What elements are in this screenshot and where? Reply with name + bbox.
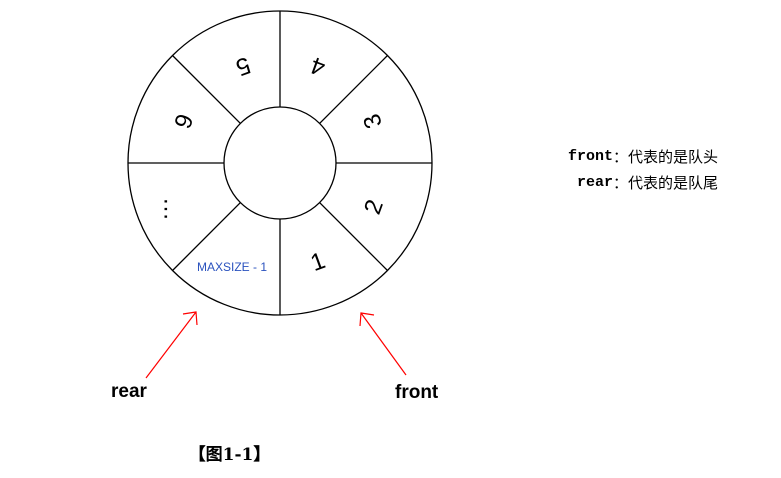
legend-key-front: front [567,148,613,165]
slot-divider [172,202,241,271]
slot-label-6: 6 [168,110,198,132]
inner-hub [223,106,337,220]
slot-label-4: 4 [307,51,329,81]
legend-sep-rear: ： [613,174,629,192]
slot-dividers [128,11,432,315]
slot-label-5: 5 [232,51,254,81]
legend-sep-front: ： [613,148,629,166]
figure-caption: 【图1-1】 [0,440,781,465]
legend-desc-rear: 代表的是队尾 [628,174,719,192]
legend-row-rear: rear ： 代表的是队尾 [543,170,718,196]
slot-divider [319,55,388,124]
slot-label-3: 3 [358,110,388,132]
rear-label: rear [111,381,148,402]
slot-label-1: 1 [307,247,329,277]
legend-desc-front: 代表的是队头 [628,148,719,166]
slot-label-ellipsis: … [159,197,186,221]
legend-key-rear: rear [576,174,613,191]
figure-caption-text: 【图1-1】 [188,445,271,465]
slot-divider [319,202,388,271]
slot-divider [172,55,241,124]
rear-arrow [145,311,198,379]
front-label: front [395,382,439,403]
front-arrow [359,312,407,376]
legend: front ： 代表的是队头 rear ： 代表的是队尾 [543,144,718,196]
slot-label-2: 2 [359,196,389,218]
slot-label-maxsize: MAXSIZE - 1 [197,260,267,274]
legend-row-front: front ： 代表的是队头 [543,144,718,170]
